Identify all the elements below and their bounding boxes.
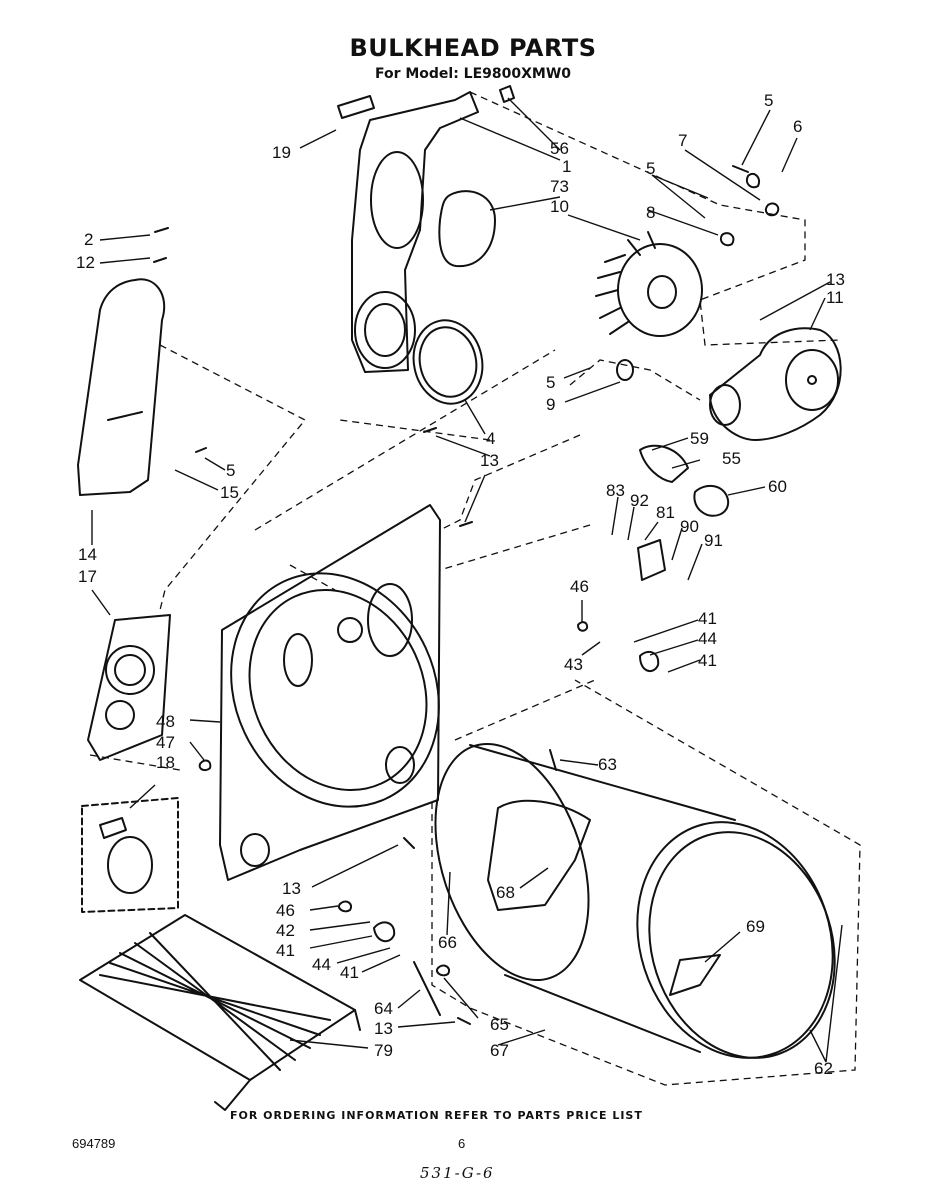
callout-9: 9 (546, 395, 555, 414)
gasket-73 (438, 190, 496, 268)
callout-5-upper: 5 (646, 159, 655, 178)
main-bulkhead-panel (219, 504, 441, 881)
callout-69: 69 (746, 917, 765, 936)
document-number: 694789 (72, 1136, 116, 1151)
callout-68: 68 (496, 883, 515, 902)
callout-65: 65 (490, 1015, 509, 1034)
callout-64: 64 (374, 999, 393, 1018)
callout-17: 17 (78, 567, 97, 586)
callout-41-right-top: 41 (698, 609, 717, 628)
callout-90: 90 (680, 517, 699, 536)
callout-5-top: 5 (764, 91, 773, 110)
callout-10: 10 (550, 197, 569, 216)
callout-73: 73 (550, 177, 569, 196)
callout-67: 67 (490, 1041, 509, 1060)
callout-47: 47 (156, 733, 175, 752)
callout-13-center: 13 (480, 451, 499, 470)
callout-63: 63 (598, 755, 617, 774)
callout-44-lower: 44 (312, 955, 331, 974)
page-number: 6 (458, 1136, 466, 1151)
callout-8: 8 (646, 203, 655, 222)
callout-62: 62 (814, 1059, 833, 1078)
callout-56: 56 (550, 139, 569, 158)
pulley-9 (616, 359, 634, 381)
callout-13-right: 13 (826, 270, 845, 289)
callout-91: 91 (704, 531, 723, 550)
callout-5-mid: 5 (546, 373, 555, 392)
seal-4 (412, 319, 484, 405)
callout-43: 43 (564, 655, 583, 674)
callout-79: 79 (374, 1041, 393, 1060)
callout-15: 15 (220, 483, 239, 502)
drive-belt (77, 278, 166, 496)
callout-55: 55 (722, 449, 741, 468)
callout-7: 7 (678, 131, 687, 150)
heater-element (87, 614, 171, 761)
handwritten-code: 531-G-6 (420, 1164, 495, 1182)
clip-56 (499, 85, 515, 103)
callout-60: 60 (768, 477, 787, 496)
callout-5-left: 5 (226, 461, 235, 480)
page-title: BULKHEAD PARTS (349, 34, 597, 62)
callout-46-lower: 46 (276, 901, 295, 920)
callout-44-right: 44 (698, 629, 717, 648)
callout-81: 81 (656, 503, 675, 522)
callout-13-bottom: 13 (374, 1019, 393, 1038)
callout-6: 6 (793, 117, 802, 136)
callout-42: 42 (276, 921, 295, 940)
callout-41-lower-left: 41 (276, 941, 295, 960)
lint-screen (79, 914, 361, 1111)
callout-14: 14 (78, 545, 97, 564)
blower-impeller (595, 231, 703, 337)
callout-83: 83 (606, 481, 625, 500)
drum (434, 742, 836, 1059)
callout-4: 4 (486, 429, 495, 448)
callout-48: 48 (156, 712, 175, 731)
cord-box-18 (81, 797, 179, 913)
callout-41-lower-right: 41 (340, 963, 359, 982)
callout-46-right: 46 (570, 577, 589, 596)
callout-1: 1 (562, 157, 571, 176)
model-subtitle: For Model: LE9800XMW0 (374, 66, 572, 82)
callout-59: 59 (690, 429, 709, 448)
callout-41-right-bottom: 41 (698, 651, 717, 670)
blower-housing (709, 327, 842, 441)
bar-19 (337, 95, 375, 119)
callout-66: 66 (438, 933, 457, 952)
callout-12: 12 (76, 253, 95, 272)
callout-11: 11 (826, 288, 844, 307)
callout-19: 19 (272, 143, 291, 162)
ordering-note: FOR ORDERING INFORMATION REFER TO PARTS … (230, 1109, 643, 1122)
bulkhead-bracket (351, 91, 479, 373)
callout-18: 18 (156, 753, 175, 772)
callout-92: 92 (630, 491, 649, 510)
callout-2: 2 (84, 230, 93, 249)
callout-13-lower: 13 (282, 879, 301, 898)
